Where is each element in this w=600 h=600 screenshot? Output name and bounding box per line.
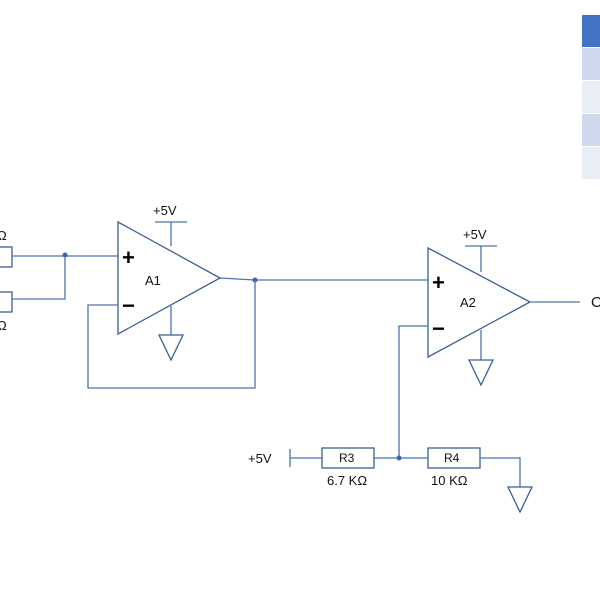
resistor-r3-value: 6.7 KΩ [327,473,367,488]
ground-icon-a1 [157,334,185,362]
supply-label-a2: +5V [463,227,487,242]
table-row [582,147,600,180]
junction-input [62,252,68,258]
output-label: O [591,294,600,311]
opamp-a2-label: A2 [460,295,476,310]
opamp-a2-minus: − [432,316,445,341]
opamp-a1 [117,220,222,336]
resistor-r4-value: 10 KΩ [431,473,468,488]
input-resistor-upper [0,246,13,268]
input-resistor-lower-value: Ω [0,318,7,333]
opamp-a1-label: A1 [145,273,161,288]
opamp-a2-plus: + [432,270,445,295]
table-row [582,15,600,48]
wire-r3-source [289,449,322,467]
supply-label-r3: +5V [248,451,272,466]
wire-a1-feedback [87,280,256,389]
input-resistor-upper-value: Ω [0,228,7,243]
wire-a2-feedback [398,325,428,458]
ground-icon-r4 [506,486,534,514]
junction-divider [396,455,402,461]
wire-input-lower [12,256,66,300]
cropped-table [582,15,600,180]
wire-r4-ground [480,457,521,487]
opamp-a1-minus: − [122,293,135,318]
resistor-r3-name: R3 [339,451,355,465]
wire-a1-supply [155,221,187,246]
table-row [582,81,600,114]
resistor-r4-name: R4 [444,451,460,465]
table-row [582,114,600,147]
opamp-a1-plus: + [122,245,135,270]
ground-icon-a2 [467,359,495,387]
wire-a1-output [219,277,428,281]
table-row [582,48,600,81]
supply-label-a1: +5V [153,203,177,218]
opamp-a2 [427,246,532,359]
wire-a2-supply [465,245,497,272]
input-resistor-lower [0,291,13,313]
